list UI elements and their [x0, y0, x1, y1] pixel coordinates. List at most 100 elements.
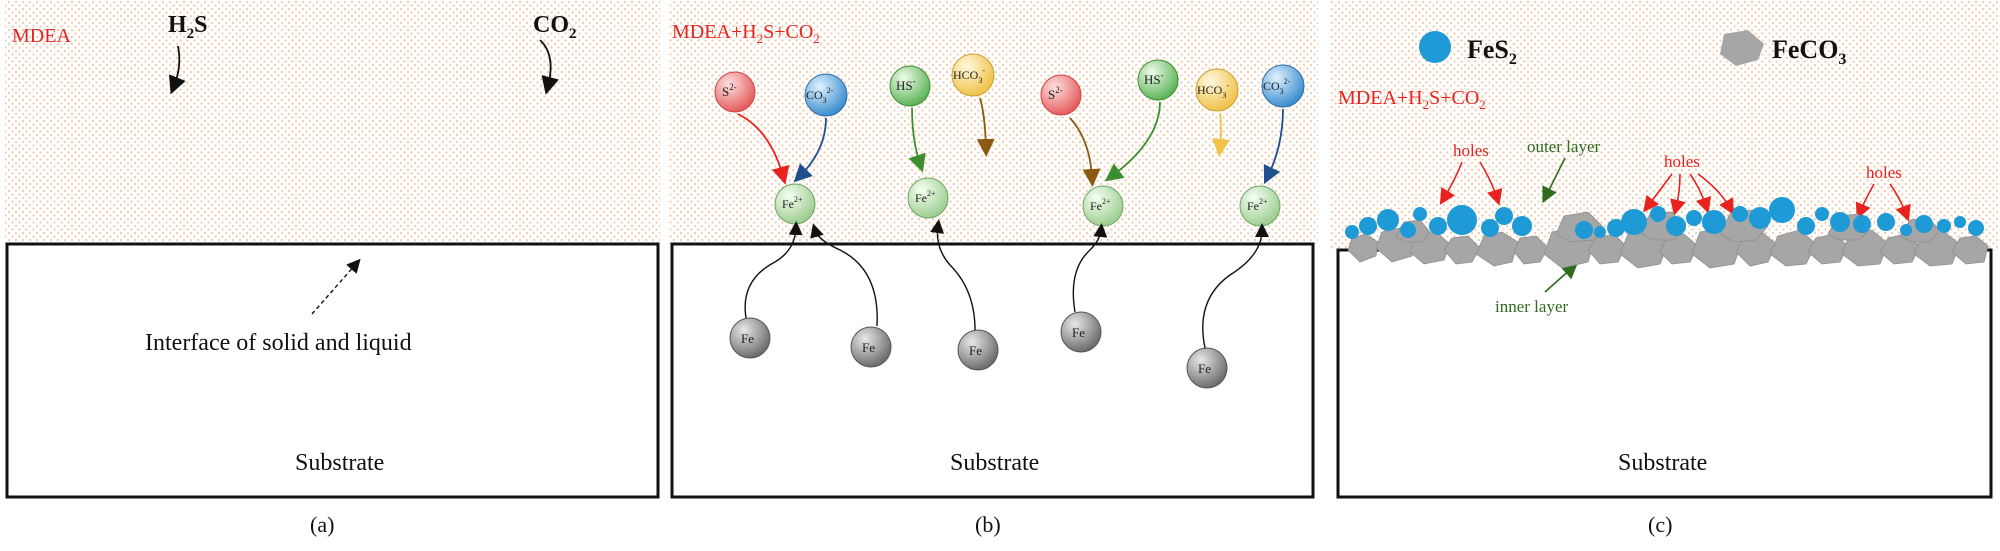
caption-c: (c): [1648, 512, 1672, 537]
co3-reaction-arrow: [1263, 108, 1284, 185]
svg-text:HCO3-: HCO3-: [1197, 81, 1229, 100]
svg-text:Fe: Fe: [969, 343, 982, 358]
fes2-particle: [1749, 207, 1771, 229]
hole-pointer-arrow: [1643, 173, 1673, 213]
fes2-particle: [1650, 206, 1666, 222]
fes2-particle: [1900, 224, 1912, 236]
fes2-particle: [1607, 219, 1625, 237]
hole-pointer-arrow: [1855, 183, 1875, 220]
solution-label: MDEA+H2S+CO2: [1338, 87, 1486, 112]
fes2-particle: [1400, 222, 1416, 238]
hco3-reaction-arrow: [976, 97, 995, 157]
fes2-particle: [1594, 226, 1606, 238]
fe2-ion: Fe2+: [1239, 185, 1281, 227]
caption-b: (b): [975, 512, 1001, 537]
fes2-particle: [1968, 220, 1984, 236]
fe2-ion: Fe2+: [774, 183, 816, 225]
solution-region: [5, 0, 660, 245]
s2-ion: S2-: [714, 71, 756, 113]
holes-label: holes: [1664, 152, 1700, 171]
fes2-particle: [1853, 215, 1871, 233]
outer-layer-pointer: [1542, 157, 1566, 204]
hco3-reaction-arrow: [1212, 112, 1230, 157]
svg-text:CO32-: CO32-: [806, 86, 834, 105]
fes2-particle: [1915, 215, 1933, 233]
fes2-legend-label: FeS2: [1467, 35, 1517, 68]
fes2-particle: [1797, 217, 1815, 235]
svg-text:Fe2+: Fe2+: [1090, 197, 1111, 213]
fes2-particle: [1702, 210, 1726, 234]
svg-text:CO32-: CO32-: [1263, 77, 1291, 96]
fe-dissolution-arrow: [810, 223, 878, 327]
h2s-gas-label: H2S: [168, 12, 208, 42]
fes2-particle: [1954, 216, 1966, 228]
holes-label: holes: [1866, 163, 1902, 182]
fes2-particle: [1815, 207, 1829, 221]
outer-layer-label: outer layer: [1527, 137, 1600, 156]
feco3-crystal: [1951, 235, 1989, 265]
svg-text:S2-: S2-: [722, 82, 737, 99]
caption-a: (a): [310, 512, 334, 537]
fes2-particle: [1429, 217, 1447, 235]
svg-text:HCO3-: HCO3-: [953, 66, 985, 85]
s2-ion: S2-: [1040, 74, 1082, 116]
svg-text:S2-: S2-: [1048, 85, 1063, 102]
fes2-particle: [1877, 213, 1895, 231]
hs-ion: HS-: [1137, 59, 1179, 101]
fe-dissolution-arrow: [744, 221, 803, 319]
panel-c: FeS2 FeCO3 MDEA+H2S+CO2 holes holes hole…: [1330, 0, 1998, 537]
fes2-particle: [1666, 216, 1686, 236]
svg-text:Fe: Fe: [741, 331, 754, 346]
fes2-particle: [1769, 197, 1795, 223]
fe-atom: Fe: [957, 329, 999, 371]
fes2-particle: [1495, 207, 1513, 225]
inner-layer-label: inner layer: [1495, 297, 1568, 316]
hole-pointer-arrow: [1697, 173, 1734, 215]
fes2-particle: [1377, 209, 1399, 231]
fes2-particle: [1732, 206, 1748, 222]
hco3-ion: HCO3-: [1195, 68, 1239, 112]
svg-text:Fe2+: Fe2+: [1247, 197, 1268, 213]
fe-atom: Fe: [1186, 347, 1228, 389]
feco3-legend-label: FeCO3: [1772, 35, 1846, 68]
fe-atom: Fe: [850, 326, 892, 368]
svg-text:Fe2+: Fe2+: [782, 195, 803, 211]
hco3-ion: HCO3-: [951, 53, 995, 97]
fe2-ion: Fe2+: [1082, 185, 1124, 227]
panel-a: MDEA H2S CO2 Interface of solid and liqu…: [5, 0, 660, 537]
s2-reaction-arrow: [1069, 117, 1101, 187]
substrate-label: Substrate: [295, 450, 384, 476]
fes2-particle: [1481, 219, 1499, 237]
co2-gas-label: CO2: [533, 12, 577, 42]
hs-reaction-arrow: [1104, 101, 1161, 182]
hs-reaction-arrow: [908, 107, 926, 173]
solution-label: MDEA+H2S+CO2: [672, 21, 820, 46]
substrate-block: [1336, 248, 1993, 499]
co3-ion: CO32-: [804, 73, 848, 117]
fe2-ion: Fe2+: [907, 177, 949, 219]
substrate-label: Substrate: [1618, 450, 1707, 476]
fe-dissolution-arrow: [930, 219, 976, 331]
h2s-arrow: [168, 45, 186, 95]
fes2-particle: [1359, 217, 1377, 235]
fes2-particle: [1512, 216, 1532, 236]
svg-text:HS-: HS-: [896, 76, 916, 93]
co3-reaction-arrow: [793, 117, 827, 183]
svg-text:Fe: Fe: [1198, 361, 1211, 376]
hole-pointer-arrow: [1439, 161, 1463, 205]
fes2-particle: [1575, 221, 1593, 239]
feco3-legend-marker: [1720, 30, 1764, 66]
svg-text:Fe: Fe: [862, 340, 875, 355]
fes2-particle: [1686, 210, 1702, 226]
inner-layer-pointer: [1544, 262, 1578, 293]
s2-reaction-arrow: [737, 113, 790, 185]
hole-pointer-arrow: [1689, 173, 1712, 214]
hole-pointer-arrow: [1479, 161, 1503, 206]
fes2-particle: [1937, 219, 1951, 233]
inner-feco3-layer: [1347, 209, 1989, 269]
fe-atom: Fe: [729, 317, 771, 359]
svg-text:Fe: Fe: [1072, 325, 1085, 340]
hs-ion: HS-: [889, 65, 931, 107]
fes2-particle: [1830, 212, 1850, 232]
